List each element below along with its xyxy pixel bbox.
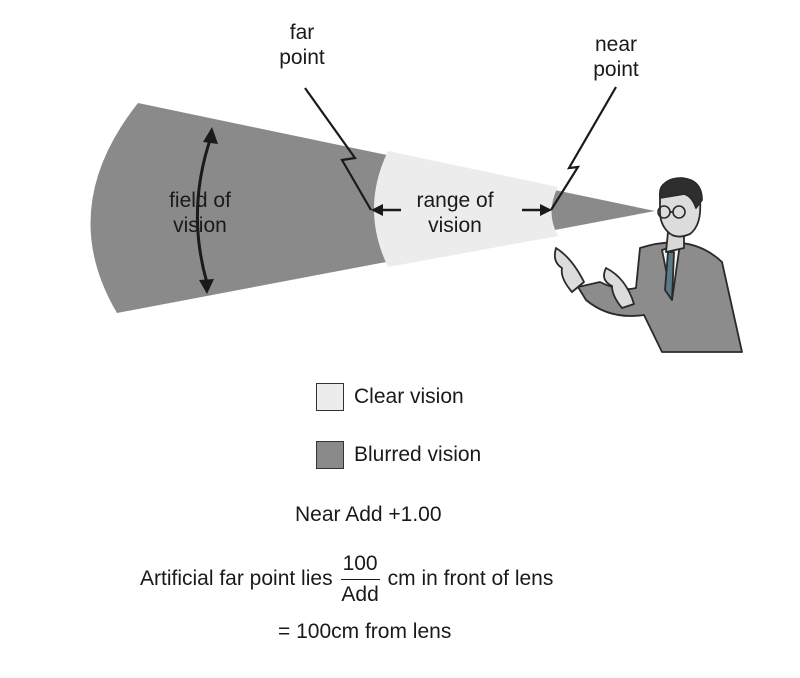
formula-suffix: cm in front of lens	[387, 567, 554, 591]
near-add-text: Near Add +1.00	[295, 503, 442, 526]
near-point-leader	[550, 86, 617, 211]
arrowhead-icon	[199, 279, 214, 294]
near-point-arrowhead-icon	[540, 204, 552, 216]
clear-vision-region	[374, 151, 558, 267]
arrowhead-icon	[203, 127, 218, 144]
blurred-vision-region	[90, 103, 656, 313]
formula-prefix: Artificial far point lies	[140, 567, 333, 591]
legend-item-blurred: Blurred vision	[316, 440, 481, 470]
field-of-vision-label: field of vision	[169, 189, 231, 237]
blurred-vision-swatch	[316, 441, 344, 469]
legend-label: Clear vision	[354, 385, 464, 408]
fraction-denominator: Add	[341, 583, 379, 606]
field-of-vision-arrow	[195, 136, 213, 284]
fraction-numerator: 100	[340, 552, 380, 580]
legend-label: Blurred vision	[354, 443, 482, 466]
legend-item-clear: Clear vision	[316, 382, 464, 412]
clear-vision-swatch	[316, 383, 344, 411]
near-point-label: near point	[593, 33, 639, 81]
far-point-leader	[304, 87, 372, 211]
observer-figure-icon	[553, 177, 743, 353]
far-point-label: far point	[279, 21, 325, 69]
range-of-vision-label: range of vision	[416, 189, 494, 237]
formula-result: = 100cm from lens	[278, 620, 452, 643]
far-point-arrowhead-icon	[371, 204, 383, 216]
